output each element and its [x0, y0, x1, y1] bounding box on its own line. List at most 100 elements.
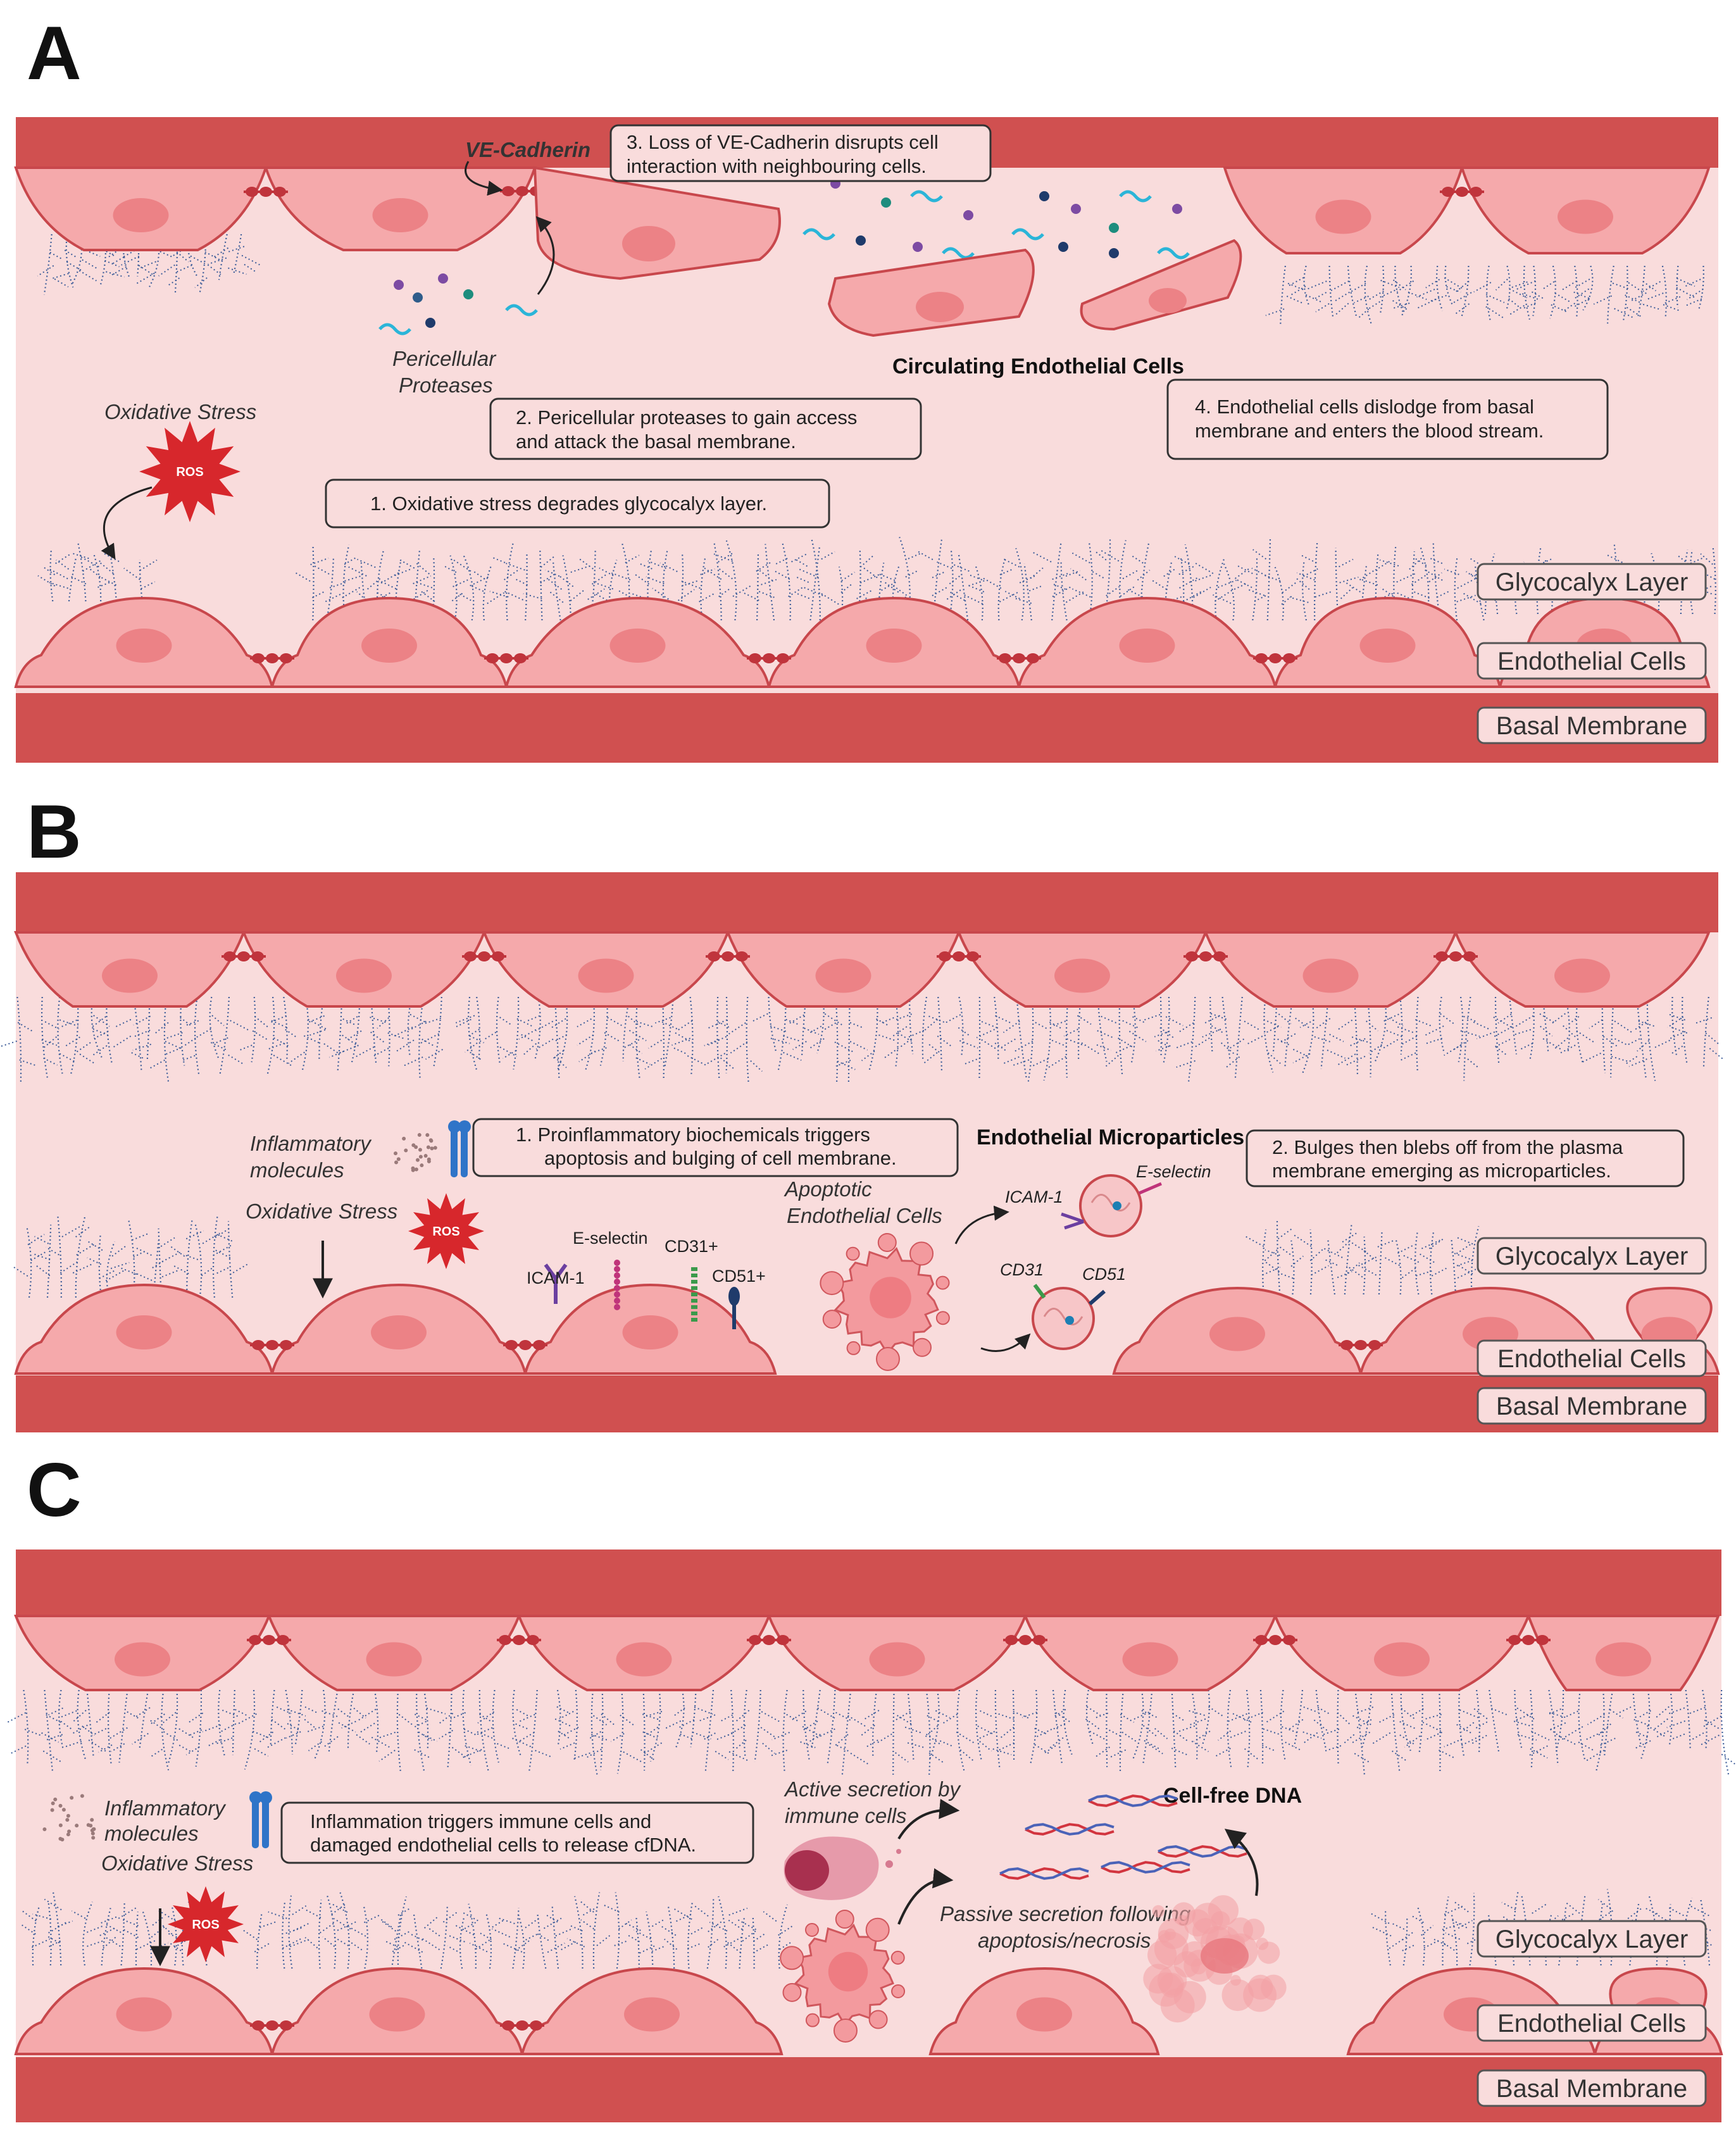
glycocalyx-strand	[186, 1218, 194, 1298]
glycocalyx-branch	[718, 551, 735, 563]
glycocalyx-branch	[60, 1720, 73, 1731]
glycocalyx-branch	[1671, 1027, 1689, 1034]
glycocalyx-branch	[1086, 1706, 1101, 1716]
protease-wave	[1119, 190, 1152, 203]
glycocalyx-branch	[1417, 1252, 1435, 1263]
glycocalyx-strand	[423, 1689, 429, 1751]
glycocalyx-branch	[322, 1936, 335, 1948]
glycocalyx-branch	[625, 554, 640, 563]
ve-cadherin-junction-icon	[1339, 1340, 1383, 1350]
ve-cadherin-junction-icon	[497, 1635, 541, 1645]
glycocalyx-branch	[416, 563, 430, 575]
glycocalyx-branch	[1423, 1713, 1442, 1720]
glycocalyx-branch	[1289, 285, 1306, 297]
glycocalyx-branch	[427, 1927, 440, 1937]
panel-c-glycocalyx-top	[6, 1689, 1736, 1777]
glycocalyx-branch	[397, 1907, 411, 1916]
glycocalyx-branch	[999, 568, 1015, 575]
glycocalyx-strand	[994, 1689, 1001, 1770]
glycocalyx-strand	[1720, 1689, 1730, 1777]
glycocalyx-branch	[1643, 1906, 1658, 1915]
glycocalyx-branch	[979, 1741, 992, 1752]
glycocalyx-branch	[949, 574, 962, 585]
glycocalyx-branch	[1247, 589, 1265, 596]
glycocalyx-branch	[1337, 1241, 1349, 1253]
glycocalyx-branch	[254, 1016, 268, 1028]
glycocalyx-branch	[1154, 1030, 1170, 1037]
glycocalyx-strand	[1490, 569, 1499, 615]
glycocalyx-branch	[48, 1707, 63, 1716]
glycocalyx-branch	[742, 1930, 757, 1942]
glycocalyx-branch	[1458, 1265, 1473, 1275]
glycocalyx-strand	[82, 1901, 93, 1966]
glycocalyx-branch	[1214, 591, 1230, 602]
glycocalyx-branch	[1285, 1741, 1302, 1751]
glycocalyx-branch	[1628, 1058, 1647, 1067]
cell-nucleus	[116, 629, 172, 663]
glycocalyx-branch	[1321, 1728, 1340, 1736]
glycocalyx-branch	[1411, 573, 1428, 585]
glycocalyx-strand	[1303, 265, 1310, 306]
glycocalyx-strand	[285, 1689, 294, 1755]
glycocalyx-branch	[1600, 1737, 1616, 1746]
glycocalyx-branch	[673, 1047, 687, 1055]
glycocalyx-branch	[644, 1726, 659, 1737]
glycocalyx-branch	[450, 1712, 466, 1720]
glycocalyx-branch	[469, 1035, 484, 1044]
glycocalyx-branch	[639, 1944, 657, 1954]
glycocalyx-branch	[379, 1918, 392, 1928]
glycocalyx-branch	[244, 263, 256, 273]
glycocalyx-branch	[1501, 1901, 1516, 1910]
glycocalyx-branch	[928, 1044, 942, 1055]
glycocalyx-branch	[158, 264, 175, 277]
glycocalyx-strand	[765, 544, 775, 621]
ve-cadherin-junction-icon	[484, 653, 528, 663]
glycocalyx-branch	[1287, 282, 1306, 291]
glycocalyx-branch	[163, 1712, 177, 1724]
glycocalyx-branch	[540, 555, 555, 568]
glycocalyx-branch	[1573, 297, 1590, 308]
glycocalyx-branch	[409, 1013, 426, 1023]
glycocalyx-strand	[1463, 996, 1471, 1081]
glycocalyx-strand	[1402, 1916, 1408, 1966]
panel-b-glycocalyx-bottom	[12, 1215, 1480, 1298]
cell-nucleus	[578, 958, 634, 993]
glycocalyx-branch	[897, 1032, 912, 1042]
glycocalyx-branch	[1323, 1258, 1338, 1266]
glycocalyx-branch	[1508, 298, 1521, 309]
glycocalyx-branch	[342, 1034, 359, 1047]
glycocalyx-branch	[631, 592, 649, 600]
glycocalyx-branch	[659, 1924, 677, 1936]
glycocalyx-branch	[935, 1710, 951, 1719]
necrotic-cell-icon	[1143, 1895, 1287, 2023]
panel-a-step3-box: 3. Loss of VE-Cadherin disrupts cell int…	[609, 124, 992, 182]
glycocalyx-branch	[1375, 559, 1392, 571]
glycocalyx-branch	[103, 1936, 117, 1949]
panel-a-ve-cadherin-label: VE-Cadherin	[465, 138, 590, 161]
glycocalyx-branch	[1085, 1719, 1100, 1730]
glycocalyx-branch	[1684, 298, 1702, 307]
glycocalyx-branch	[307, 1015, 325, 1024]
glycocalyx-branch	[413, 575, 432, 585]
glycocalyx-branch	[1415, 1018, 1432, 1027]
glycocalyx-branch	[523, 592, 542, 599]
glycocalyx-branch	[423, 1734, 437, 1742]
glycocalyx-branch	[185, 1746, 200, 1756]
glycocalyx-branch	[785, 1018, 801, 1026]
glycocalyx-branch	[1177, 1725, 1196, 1733]
glycocalyx-branch	[1627, 1038, 1640, 1046]
glycocalyx-branch	[1467, 1058, 1480, 1069]
glycocalyx-branch	[1578, 1741, 1595, 1752]
glycocalyx-branch	[946, 588, 963, 600]
glycocalyx-branch	[409, 1020, 427, 1031]
glycocalyx-branch	[675, 1032, 693, 1043]
glycocalyx-strand	[847, 996, 851, 1083]
protease-wave	[802, 228, 835, 241]
glycocalyx-branch	[580, 1919, 594, 1930]
glycocalyx-branch	[1154, 1727, 1168, 1739]
panel-a-circulating-cell-1	[827, 248, 1035, 337]
glycocalyx-branch	[904, 1726, 921, 1734]
glycocalyx-branch	[1460, 1030, 1480, 1037]
glycocalyx-branch	[1700, 553, 1713, 565]
glycocalyx-branch	[875, 1018, 890, 1027]
